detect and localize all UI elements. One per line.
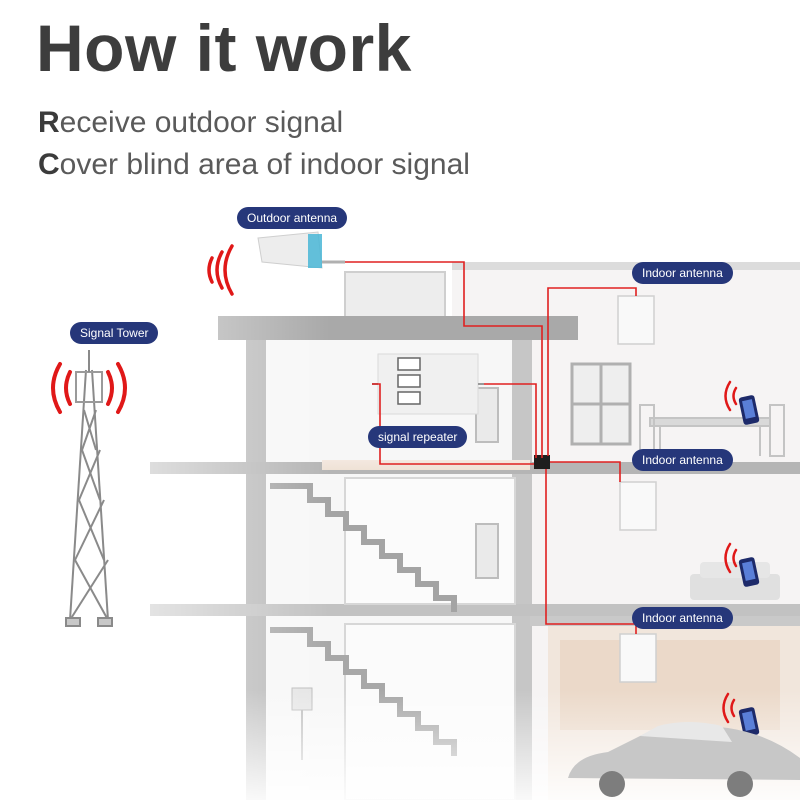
indoor-antenna-icon [617, 295, 655, 345]
smartphone-icon [738, 395, 760, 425]
outdoor-antenna-icon [257, 231, 345, 269]
window-upper [475, 387, 499, 443]
smartphone-icon [738, 707, 760, 737]
signal-waves-icon [51, 362, 127, 414]
indoor-antenna-icon [619, 481, 657, 531]
annex-window [570, 362, 632, 446]
subtitle-receive-text: eceive outdoor signal [59, 106, 344, 139]
label-indoor-antenna-middle: Indoor antenna [632, 449, 733, 471]
splitter-box [534, 455, 550, 469]
chimney [344, 271, 446, 321]
page-title: How it work [36, 11, 412, 85]
subtitle-receive: Receive outdoor signal [38, 108, 343, 138]
floor-wood [322, 460, 530, 470]
signal-tower-icon [65, 350, 113, 627]
smartphone-icon [738, 557, 760, 587]
label-signal-tower: Signal Tower [70, 322, 159, 344]
subtitle-cover-text: over blind area of indoor signal [59, 148, 470, 181]
subtitle-cover: Cover blind area of indoor signal [38, 150, 470, 180]
car-icon [568, 722, 800, 797]
sofa [690, 562, 780, 600]
signal-waves-icon [724, 542, 738, 574]
right-pillar [512, 340, 532, 800]
indoor-antenna-icon [619, 633, 657, 683]
window-middle [475, 523, 499, 579]
signal-waves-icon [722, 692, 736, 724]
annex-roof [452, 262, 800, 270]
coax-cables [345, 261, 637, 634]
label-indoor-antenna-bottom: Indoor antenna [632, 607, 733, 629]
subtitle-receive-initial: R [38, 106, 60, 139]
signal-waves-icon [724, 380, 738, 412]
signal-repeater-icon [372, 353, 484, 415]
signal-waves-icon [207, 244, 234, 296]
label-outdoor-antenna: Outdoor antenna [237, 207, 348, 229]
label-indoor-antenna-top: Indoor antenna [632, 262, 733, 284]
subtitle-cover-initial: C [38, 148, 60, 181]
label-signal-repeater: signal repeater [368, 426, 468, 448]
